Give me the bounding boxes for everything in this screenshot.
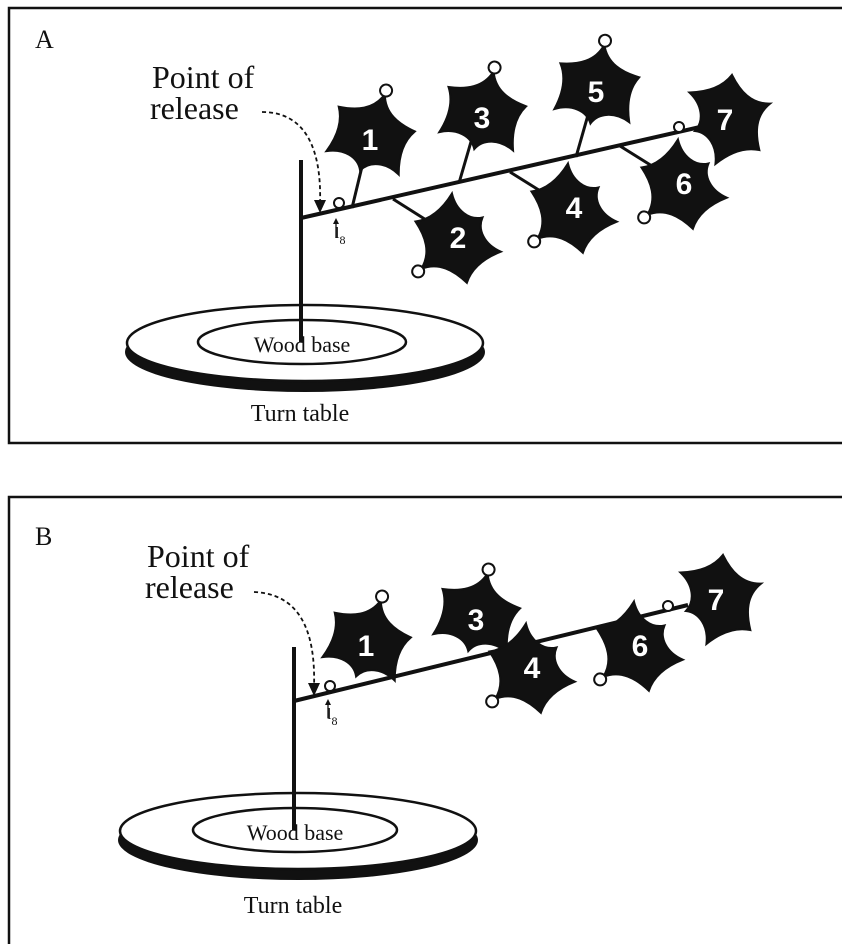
leaf-1: 1 xyxy=(321,80,424,184)
panel-a-label: A xyxy=(35,25,54,54)
bud-7 xyxy=(662,600,674,612)
release-arrowhead xyxy=(308,683,320,696)
svg-text:7: 7 xyxy=(708,584,725,617)
panel-a: A Wood base Turn table Point of release … xyxy=(7,6,842,445)
leaf-4: 4 xyxy=(468,615,584,731)
release-label-line2: release xyxy=(150,90,239,126)
svg-text:2: 2 xyxy=(450,222,467,255)
panel-b: B Wood base Turn table Point of release … xyxy=(7,495,842,944)
axil-label: l8 xyxy=(335,225,345,247)
leaf-1: 1 xyxy=(317,586,420,690)
leaf-4: 4 xyxy=(510,155,626,271)
svg-text:7: 7 xyxy=(717,104,734,137)
svg-text:3: 3 xyxy=(474,102,491,135)
leaf-2: 2 xyxy=(394,185,510,301)
release-label-line2: release xyxy=(145,569,234,605)
panel-b-frame xyxy=(7,495,842,944)
svg-text:6: 6 xyxy=(632,630,649,663)
leaf-6: 6 xyxy=(576,593,692,709)
release-arrowhead xyxy=(314,200,326,213)
axil-pointer-head xyxy=(325,699,331,705)
release-arrow xyxy=(261,111,322,206)
axil-bud-8 xyxy=(324,680,336,692)
bud-7 xyxy=(673,121,685,133)
svg-text:3: 3 xyxy=(468,604,485,637)
turn-table-label: Turn table xyxy=(244,893,342,919)
panel-a-frame xyxy=(7,6,842,445)
leaf-7: 7 xyxy=(671,544,776,650)
svg-text:4: 4 xyxy=(524,652,541,685)
release-label-line1: Point of xyxy=(152,59,255,95)
leaf-3: 3 xyxy=(428,562,528,662)
svg-text:5: 5 xyxy=(588,76,605,109)
leaf-6: 6 xyxy=(620,131,736,247)
leaf-7: 7 xyxy=(680,64,785,170)
svg-text:4: 4 xyxy=(566,192,583,225)
svg-text:6: 6 xyxy=(676,168,693,201)
leaf-5: 5 xyxy=(550,33,645,132)
panel-b-label: B xyxy=(35,522,52,551)
svg-text:1: 1 xyxy=(362,124,379,157)
axil-pointer-head xyxy=(333,218,339,224)
release-label-line1: Point of xyxy=(147,538,250,574)
branch-axis xyxy=(300,125,701,220)
leaf-3: 3 xyxy=(434,60,534,160)
axil-label: l8 xyxy=(327,706,337,728)
turn-table-label: Turn table xyxy=(251,401,349,427)
release-arrow xyxy=(253,591,315,689)
svg-text:1: 1 xyxy=(358,630,375,663)
axil-bud-8 xyxy=(333,197,345,209)
